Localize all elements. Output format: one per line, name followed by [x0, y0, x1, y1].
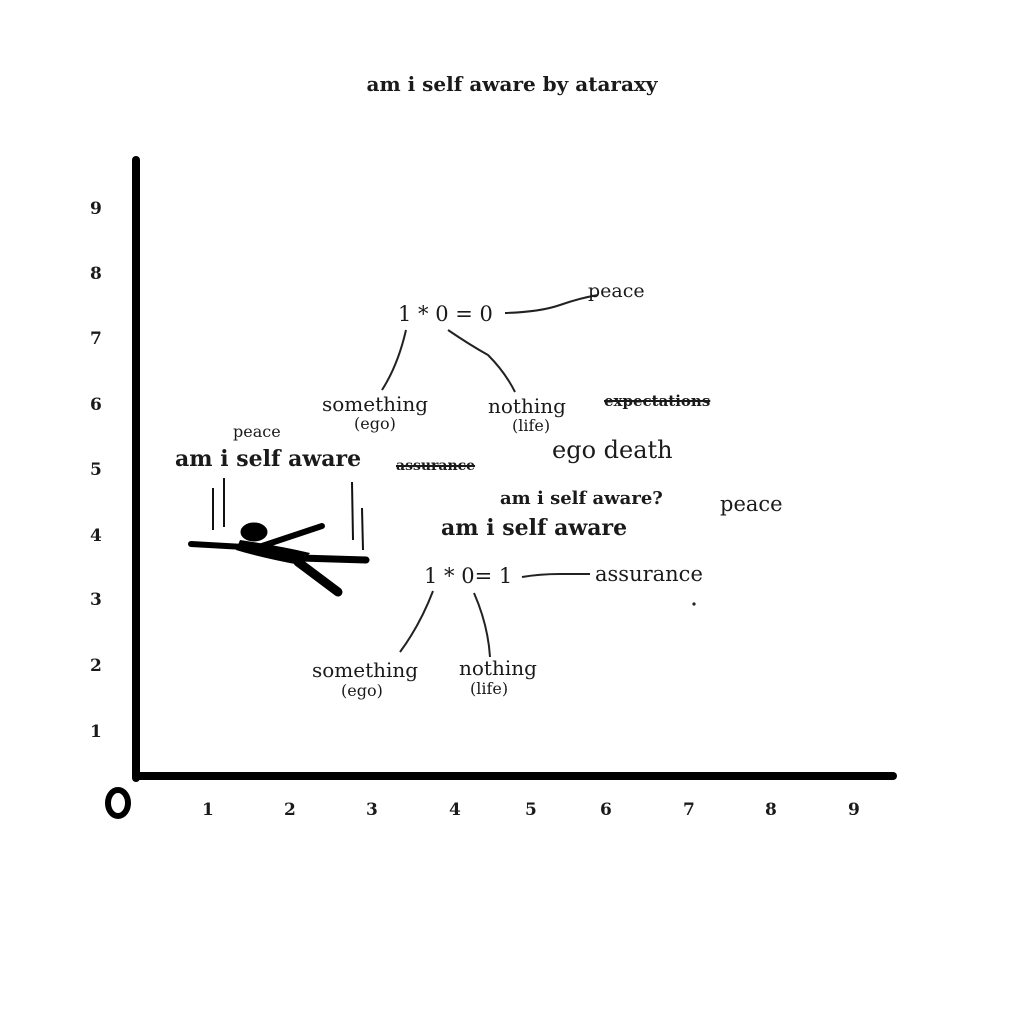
x-tick-8: 8: [765, 800, 777, 820]
y-tick-6: 6: [90, 395, 102, 415]
top-life-label: (life): [512, 416, 551, 435]
expectations-struck-label: expectations: [604, 392, 711, 410]
x-tick-6: 6: [600, 800, 612, 820]
x-tick-3: 3: [366, 800, 378, 820]
falling-figure-icon: [188, 522, 370, 597]
top-nothing-label: nothing: [488, 394, 566, 418]
y-tick-1: 1: [90, 722, 102, 742]
connector-bottom-something: [399, 590, 434, 653]
x-tick-1: 1: [202, 800, 214, 820]
y-tick-2: 2: [90, 656, 102, 676]
y-tick-5: 5: [90, 460, 102, 480]
motion-lines: [212, 478, 364, 551]
assurance-struck-label: assurance: [396, 458, 476, 474]
am-i-self-aware-center-label: am i self aware: [441, 515, 628, 541]
top-peace-label: peace: [588, 280, 645, 302]
x-tick-5: 5: [525, 800, 537, 820]
connector-bottom-nothing: [473, 592, 491, 658]
am-i-self-aware-question-label: am i self aware?: [500, 488, 663, 509]
bottom-ego-label: (ego): [341, 681, 383, 700]
y-tick-7: 7: [90, 329, 102, 349]
y-tick-8: 8: [90, 264, 102, 284]
x-tick-2: 2: [284, 800, 296, 820]
peace-right-label: peace: [720, 492, 783, 516]
ego-death-label: ego death: [552, 436, 673, 464]
connector-top-peace: [504, 294, 599, 314]
x-tick-4: 4: [449, 800, 461, 820]
page-title: am i self aware by ataraxy: [366, 72, 658, 96]
top-something-label: something: [322, 392, 429, 416]
x-tick-7: 7: [683, 800, 695, 820]
y-tick-3: 3: [90, 590, 102, 610]
am-i-self-aware-left-label: am i self aware: [175, 446, 362, 472]
y-tick-9: 9: [90, 199, 102, 219]
origin-zero-mark: [105, 787, 131, 819]
y-tick-4: 4: [90, 526, 102, 546]
x-tick-9: 9: [848, 800, 860, 820]
peace-small-label: peace: [233, 422, 281, 441]
top-ego-label: (ego): [354, 414, 396, 433]
bottom-life-label: (life): [470, 679, 509, 698]
top-equation: 1 * 0 = 0: [398, 302, 493, 326]
connector-bottom-assurance: [521, 573, 590, 578]
dot-mark: [692, 602, 696, 606]
connector-top-nothing: [447, 329, 516, 393]
bottom-something-label: something: [312, 658, 419, 682]
bottom-nothing-label: nothing: [459, 656, 537, 680]
bottom-equation: 1 * 0= 1: [424, 564, 513, 588]
bottom-assurance-label: assurance: [595, 562, 703, 586]
connector-top-something: [381, 329, 407, 391]
